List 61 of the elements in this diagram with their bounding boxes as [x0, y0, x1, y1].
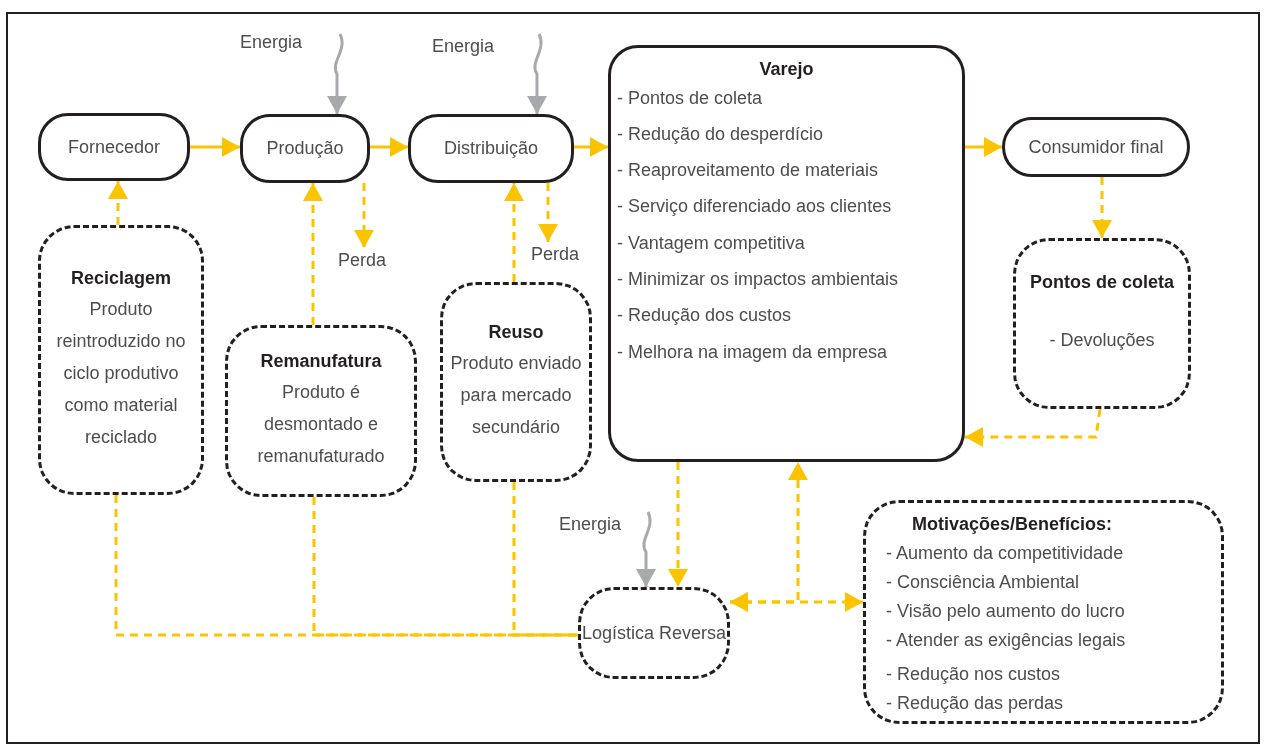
list-item: - Visão pelo aumento do lucro [886, 599, 1125, 623]
list-item: - Redução nos custos [886, 662, 1061, 686]
energy-input-arrow [327, 33, 347, 114]
energy-input-arrow [636, 511, 656, 587]
arrow [730, 462, 808, 612]
process-box [240, 114, 370, 183]
box-heading: Reciclagem [70, 266, 172, 290]
arrow [303, 183, 323, 325]
arrow [190, 137, 240, 157]
arrow [538, 183, 558, 242]
energy-label: Energia [559, 514, 622, 535]
list-item: - Reaproveitamento de materiais [617, 159, 880, 183]
arrow [668, 462, 688, 587]
box-heading: Reuso [488, 320, 544, 344]
box-description: Produto enviado para mercado secundário [449, 352, 583, 440]
dashed-process-box [863, 500, 1224, 724]
process-box [608, 45, 965, 462]
arrow [108, 181, 128, 225]
energy-label: Energia [240, 32, 303, 53]
dashed-process-box [225, 325, 417, 497]
energy-input-arrow [527, 33, 547, 114]
list-item: - Aumento da competitividade [886, 541, 1124, 565]
box-label: Distribuição [443, 137, 538, 161]
list-item: - Redução dos custos [617, 304, 793, 328]
list-item: - Pontos de coleta [617, 86, 764, 110]
box-heading: Remanufatura [260, 349, 382, 373]
list-item: - Atender as exigências legais [886, 628, 1126, 652]
box-label: Produção [266, 137, 344, 161]
arrow [574, 137, 608, 157]
arrow [965, 408, 1102, 447]
loss-label: Perda [337, 248, 386, 272]
process-box [1002, 117, 1190, 177]
box-heading: Pontos de coleta [1030, 271, 1174, 294]
arrow [504, 183, 524, 282]
box-heading: Varejo [758, 58, 815, 81]
list-item: - Minimizar os impactos ambientais [617, 268, 900, 291]
list-item: - Redução das perdas [886, 692, 1064, 715]
list-item: - Redução do desperdício [617, 122, 825, 146]
process-box [38, 113, 190, 181]
energy-label: Energia [432, 36, 495, 57]
loss-label: Perda [530, 242, 579, 266]
list-item: - Serviço diferenciado aos clientes [617, 195, 893, 219]
box-label: Logística Reversa [581, 621, 727, 645]
arrow [965, 137, 1002, 157]
arrow [354, 183, 374, 248]
dashed-process-box [1013, 238, 1191, 409]
box-description: Produto reintroduzido no ciclo produtivo como material reciclado [55, 298, 187, 450]
box-label: Consumidor final [1028, 135, 1164, 159]
list-item: - Vantagem competitiva [617, 231, 806, 255]
process-box [408, 114, 574, 183]
box-label: Fornecedor [67, 135, 161, 159]
dashed-process-box [38, 225, 204, 495]
dashed-process-box [440, 282, 592, 482]
dashed-process-box [578, 587, 730, 679]
list-item: - Melhora na imagem da empresa [617, 340, 889, 364]
box-description: Produto é desmontado e remanufaturado [256, 381, 386, 469]
arrow [1092, 177, 1112, 238]
arrow [370, 137, 408, 157]
box-heading: Motivações/Benefícios: [912, 513, 1113, 536]
list-item: - Devoluções [1049, 329, 1155, 352]
list-item: - Consciência Ambiental [886, 570, 1080, 594]
